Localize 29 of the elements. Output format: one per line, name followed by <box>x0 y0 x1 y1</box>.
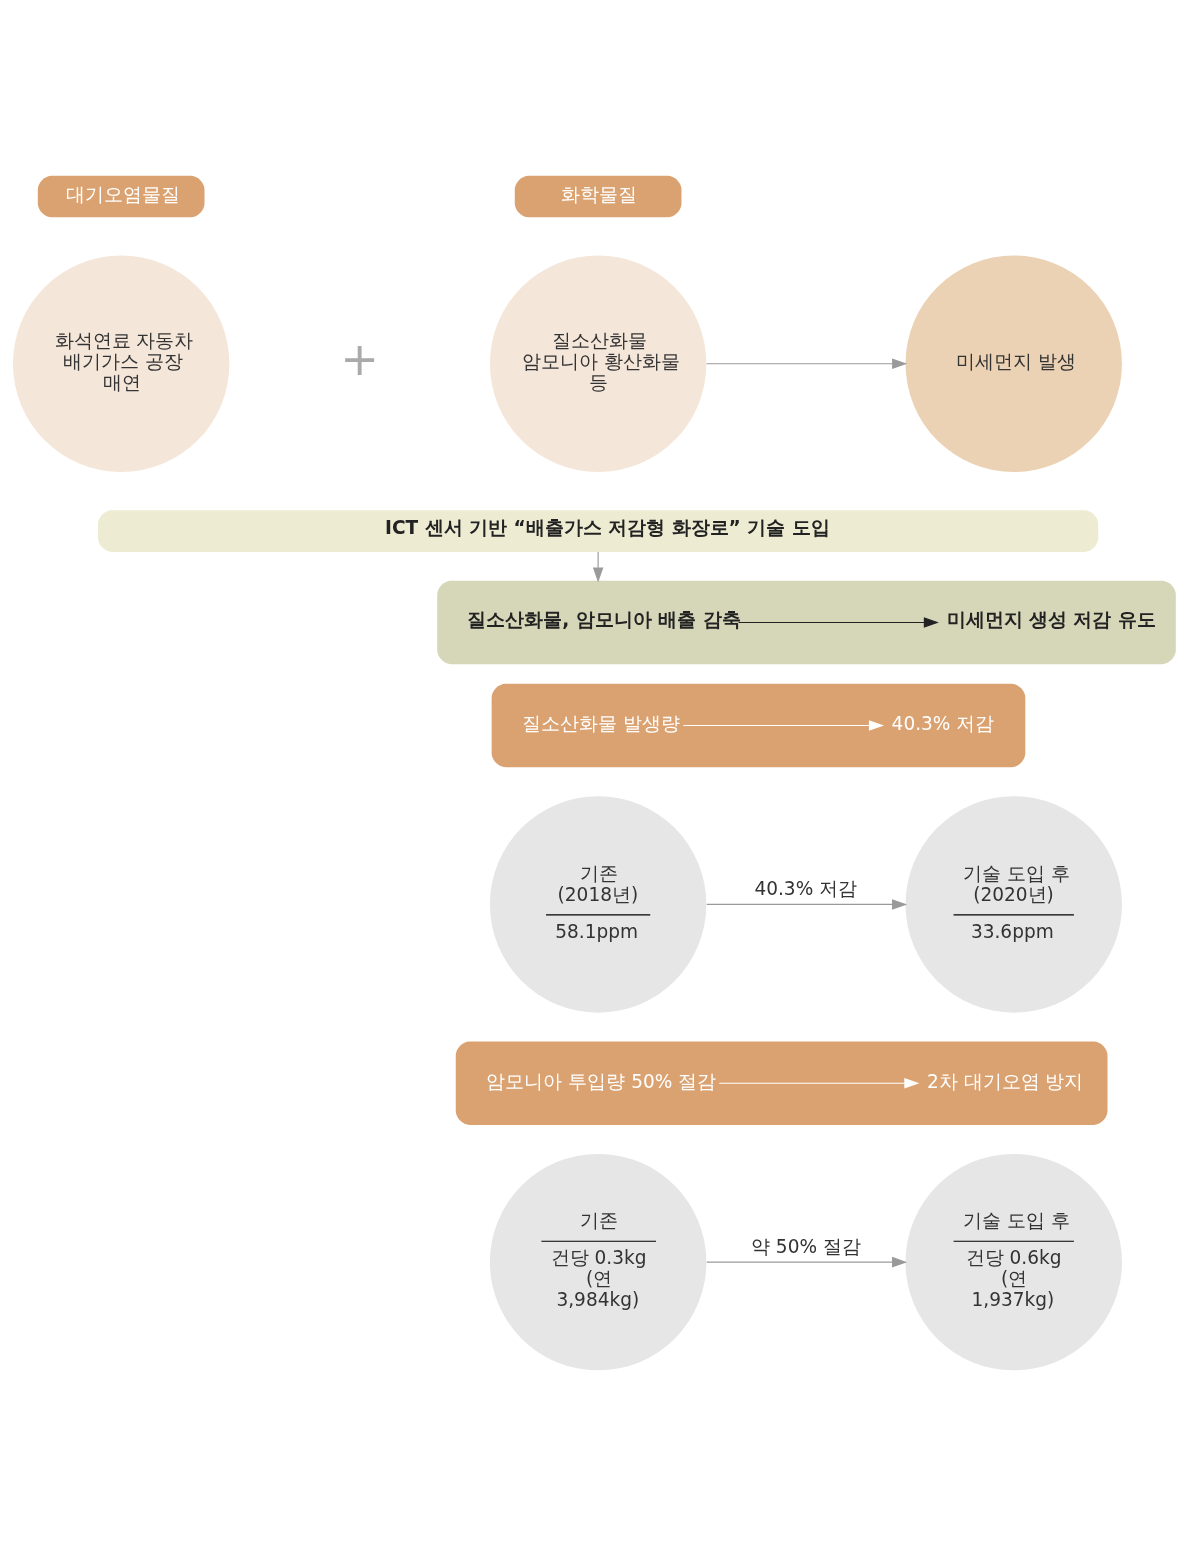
cluster <box>437 580 1176 665</box>
arrow <box>718 1078 920 1089</box>
arrow <box>706 1256 908 1268</box>
node-circle: 화석연료 자동차 배기가스 공장 매연 <box>12 255 230 472</box>
arrow <box>738 617 939 628</box>
node-circle: 기존 건당 0.3kg (연 3,984kg) <box>489 1153 707 1371</box>
node-circle: 기술 도입 후 (2020년) 33.6ppm <box>905 796 1122 1013</box>
arrow <box>705 358 908 370</box>
node-box: 화학물질 <box>514 175 682 218</box>
node-text: 암모니아 투입량 50% 절감 <box>486 1070 717 1092</box>
node-circle: 기존 (2018년) 58.1ppm <box>489 796 707 1013</box>
cluster <box>455 1041 1108 1125</box>
node-circle: 질소산화물 암모니아 황산화물 등 <box>489 255 707 472</box>
label: + <box>340 332 380 387</box>
arrow <box>592 551 604 583</box>
node-box: 대기오염물질 <box>37 175 205 218</box>
node-text: 2차 대기오염 방지 <box>926 1070 1084 1092</box>
edge-label: 약 50% 절감 <box>750 1235 861 1257</box>
arrow <box>682 720 884 731</box>
node-text: 미세먼지 생성 저감 유도 <box>946 608 1156 630</box>
node-circle: 미세먼지 발생 <box>905 255 1122 472</box>
edge-label: 40.3% 저감 <box>754 877 858 899</box>
node-text: 질소산화물, 암모니아 배출 감축 <box>467 608 741 630</box>
node-text: 40.3% 저감 <box>891 712 995 734</box>
cluster <box>491 683 1026 768</box>
node-circle: 기술 도입 후 건당 0.6kg (연 1,937kg) <box>905 1153 1122 1371</box>
node-text: 질소산화물 발생량 <box>522 712 681 734</box>
node-box: ICT 센서 기반 “배출가스 저감형 화장로” 기술 도입 <box>98 510 1099 552</box>
arrow <box>706 899 908 910</box>
